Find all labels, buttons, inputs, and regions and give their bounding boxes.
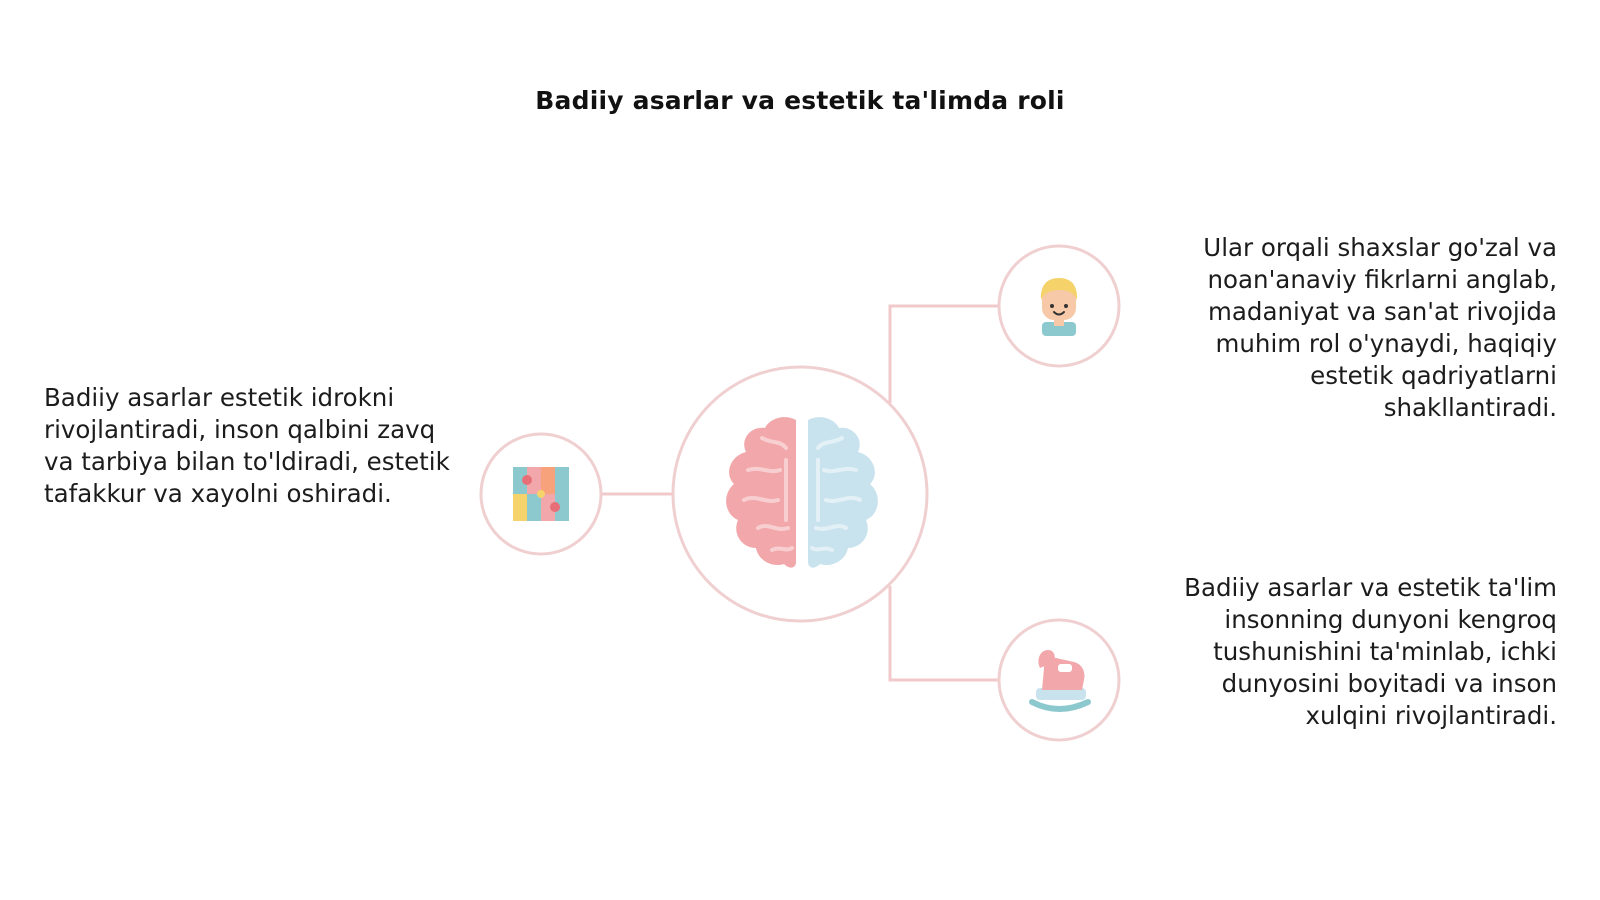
connector-top-right: [888, 304, 998, 403]
bottom-right-node-text: Badiiy asarlar va estetik ta'lim insonni…: [1184, 573, 1557, 730]
connector-bottom-right: [888, 586, 998, 682]
connector-lines: [600, 304, 998, 682]
page-title: Badiiy asarlar va estetik ta'limda roli: [535, 86, 1065, 115]
bottom-right-node: [997, 618, 1121, 742]
puzzle-icon: [513, 467, 569, 521]
left-node: [479, 432, 603, 556]
brain-icon: [726, 417, 878, 568]
left-node-text: Badiiy asarlar estetik idrokni rivojlant…: [44, 383, 450, 508]
center-node: [671, 365, 929, 623]
top-right-node: [997, 244, 1121, 368]
rocking-horse-icon: [1029, 650, 1091, 712]
top-right-node-text: Ular orqali shaxslar go'zal va noan'anav…: [1203, 233, 1557, 422]
child-face-icon: [1040, 278, 1078, 336]
